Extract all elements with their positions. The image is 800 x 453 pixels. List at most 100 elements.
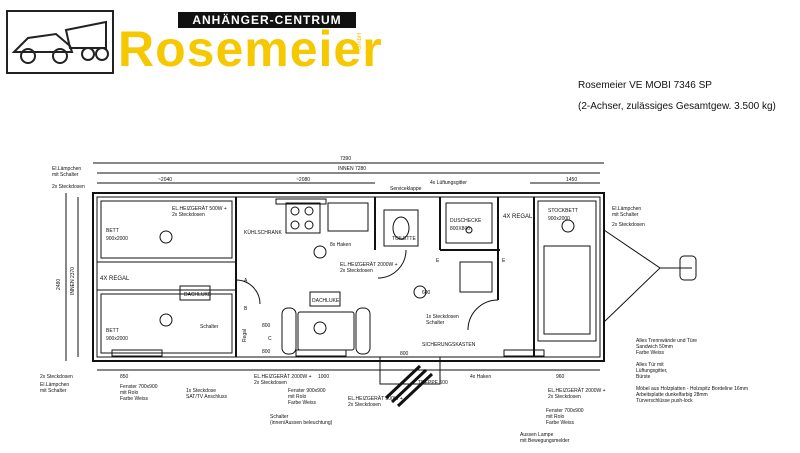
roof-hatch-left	[179, 285, 211, 301]
label-lamp-bl: 2x Steckdosen	[40, 374, 73, 380]
model-title: Rosemeier VE MOBI 7346 SP	[578, 80, 712, 91]
label-heater-br: EL.HEIZGERÄT 2000W +	[548, 387, 606, 394]
label-window-br-2: mit Rolo	[546, 414, 565, 420]
bunk-bed	[537, 200, 597, 342]
note-7: Möbel aus Holzplatten - Holzspitz Bordel…	[636, 386, 748, 392]
dim-1000-label: 1000	[318, 374, 329, 380]
label-switch-left: Schalter	[200, 324, 219, 330]
shower-drain	[465, 226, 473, 234]
shower	[445, 202, 493, 244]
door-arc-bunk	[467, 299, 499, 331]
label-service-flap: Serviceklappe	[390, 186, 422, 192]
dim-seg3-label: 1450	[566, 177, 577, 183]
dim-inner-label: INNEN 7280	[338, 166, 366, 172]
brand-banner: ANHÄNGER-CENTRUM	[178, 12, 356, 28]
light-fixture-4	[313, 321, 327, 335]
dim-850-label: 850	[120, 374, 129, 380]
light-fixture-2	[159, 313, 173, 327]
roof-hatch-mid	[309, 291, 341, 307]
label-window-bm-3: Farbe Weiss	[288, 400, 316, 406]
trailer-inner-wall	[96, 196, 601, 358]
marker-e-2: E	[502, 258, 506, 264]
trailer-outline	[92, 192, 605, 362]
label-window-bm: Fenster 900x900	[288, 388, 326, 394]
light-fixture-1	[159, 230, 173, 244]
dim-inner-height-label: INNEN 2370	[70, 267, 76, 295]
jockey-wheel	[679, 255, 697, 281]
label-window-bl-2: mit Rolo	[120, 390, 139, 396]
car-trailer-icon	[11, 20, 109, 64]
dining-table	[297, 311, 355, 351]
label-bed-bottom: BETT	[106, 328, 119, 334]
note-8: Arbeitsplatte dunkelfarbig 28mm	[636, 392, 708, 398]
label-heater-mid-2: 2x Steckdosen	[340, 268, 373, 274]
wash-basin	[459, 261, 493, 293]
label-sockets-top: 2x Steckdosen	[52, 184, 85, 190]
label-shelf: Regal	[242, 329, 248, 342]
label-heater-bl-2: 2x Steckdosen	[254, 380, 287, 386]
heater-bm	[295, 349, 347, 357]
marker-b: B	[244, 306, 248, 312]
label-heater-mid: EL.HEIZGERÄT 2000W +	[340, 261, 398, 268]
label-lamp-top-2: mit Schalter	[52, 172, 79, 178]
label-sat-2: SAT/TV Anschluss	[186, 394, 228, 400]
label-lamp-bl-2: El.Lämpchen	[40, 382, 69, 388]
label-fridge: KÜHLSCHRANK	[244, 229, 282, 236]
label-heater-br-2: 2x Steckdosen	[548, 394, 581, 400]
label-switch-bottom-2: (innen/Aussen beleuchtung)	[270, 420, 333, 426]
label-bunk-size: 900x2000	[548, 216, 570, 222]
light-fixture-5	[413, 285, 427, 299]
label-shower-size: 800X800	[450, 226, 470, 232]
label-heater-bm-2: 2x Steckdosen	[348, 402, 381, 408]
label-switch-bottom: Schalter	[270, 414, 289, 420]
label-stairs: TREPPE 600	[418, 380, 448, 386]
note-3: Farbe Weiss	[636, 350, 664, 356]
label-lamp-bl-3: mit Schalter	[40, 388, 67, 394]
heater-br	[503, 349, 545, 357]
light-fixture-6	[561, 219, 575, 233]
heater-bl	[111, 349, 163, 357]
dim-seg1-label: ~2040	[158, 177, 172, 183]
label-hooks-bottom: 4x Haken	[470, 374, 491, 380]
label-heater-top-2: 2x Steckdosen	[172, 212, 205, 218]
note-2: Sandwich 50mm	[636, 344, 673, 350]
label-window-bl-3: Farbe Weiss	[120, 396, 148, 402]
marker-c: C	[268, 336, 272, 342]
label-switch-mid: Schalter	[426, 320, 445, 326]
label-bed-top-size: 900x2000	[106, 236, 128, 242]
regal-left	[97, 261, 236, 291]
label-window-bm-2: mit Rolo	[288, 394, 307, 400]
note-9: Türverschlüsse push-lock	[636, 398, 693, 404]
light-fixture-3	[313, 245, 327, 259]
label-bunk: STOCKBETT	[548, 208, 578, 214]
dim-800a-label: 800	[262, 323, 271, 329]
label-toilet: TOILETTE	[392, 236, 416, 242]
dim-height-label: 2480	[56, 279, 62, 290]
label-lamp-br-2: mit Bewegungsmelder	[520, 438, 570, 444]
brand-name: Rosemeier	[118, 21, 383, 77]
label-lamp-top: El.Lämpchen	[52, 166, 81, 172]
label-hooks-top: 8x Haken	[330, 242, 351, 248]
dim-800c-label: 800	[400, 351, 409, 357]
wall-bath	[439, 197, 500, 300]
label-heater-top: EL.HEIZGERÄT 500W +	[172, 205, 227, 212]
note-6: Bürste	[636, 374, 651, 380]
label-roof-hatch-mid: DACHLUKE	[312, 298, 340, 304]
label-bed-bottom-size: 900x2000	[106, 336, 128, 342]
label-window-br-3: Farbe Weiss	[546, 420, 574, 426]
label-sockets-mid: 1x Steckdosen	[426, 314, 459, 320]
dim-800b-label: 800	[262, 349, 271, 355]
stairs	[384, 364, 434, 408]
label-sockets-right: 2x Steckdosen	[612, 222, 645, 228]
note-1: Alles Trennwände und Türe	[636, 338, 697, 344]
label-lamp-br: Aussen Lampe	[520, 432, 554, 438]
dim-600-label: 600	[422, 290, 431, 296]
drawbar	[603, 229, 661, 323]
label-heater-bl: EL.HEIZGERÄT 2000W +	[254, 373, 312, 380]
label-heater-bm: EL.HEIZGERÄT 500W +	[348, 395, 403, 402]
label-regal-right: 4X REGAL	[503, 214, 533, 220]
sink	[327, 202, 369, 232]
label-roof-hatch-left: DACHLUKE	[184, 292, 212, 298]
marker-a: A	[244, 278, 248, 284]
label-lamp-right-2: mit Schalter	[612, 212, 639, 218]
